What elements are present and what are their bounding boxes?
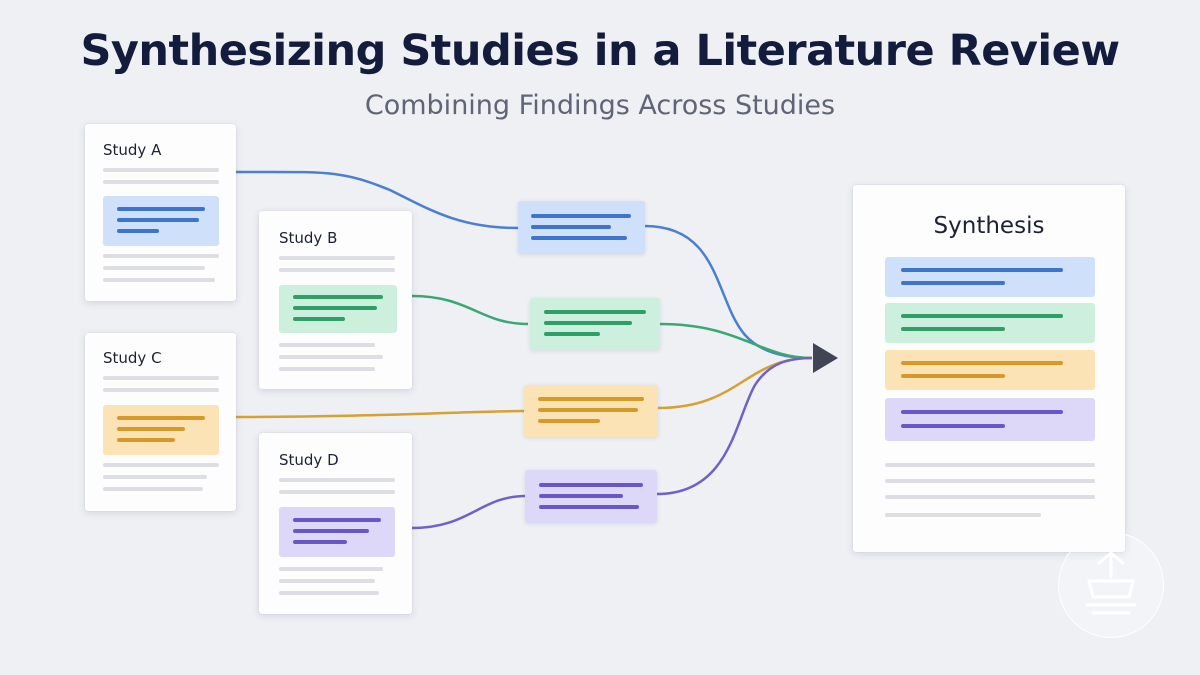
page-title: Synthesizing Studies in a Literature Rev…	[80, 26, 1120, 76]
study-b-card: Study B	[259, 211, 412, 389]
excerpt-yellow	[524, 385, 658, 437]
wire-purple-out	[656, 356, 813, 496]
synthesis-card: Synthesis	[853, 185, 1125, 552]
study-a-label: Study A	[103, 141, 162, 159]
excerpt-blue	[518, 201, 645, 254]
synthesis-purple-section	[885, 398, 1095, 441]
wire-green-out	[659, 322, 813, 360]
study-c-highlight	[103, 405, 219, 455]
synthesis-title: Synthesis	[933, 213, 1045, 239]
wire-yellow-out	[657, 356, 813, 410]
excerpt-purple	[525, 470, 657, 523]
study-b-highlight	[279, 285, 397, 333]
synthesis-yellow-section	[885, 350, 1095, 390]
synthesis-blue-section	[885, 257, 1095, 297]
wire-study-c	[235, 409, 527, 419]
synthesis-green-section	[885, 303, 1095, 343]
study-a-highlight	[103, 196, 219, 246]
wire-study-a	[235, 170, 519, 230]
study-a-card: Study A	[85, 124, 236, 301]
watermark-logo	[1058, 532, 1164, 638]
wire-study-b	[411, 294, 529, 326]
study-d-highlight	[279, 507, 395, 557]
arrow-right-icon	[813, 343, 838, 373]
excerpt-green	[530, 298, 660, 350]
study-d-card: Study D	[259, 433, 412, 614]
page-subtitle: Combining Findings Across Studies	[364, 90, 836, 121]
wire-blue-out	[644, 224, 813, 360]
study-c-label: Study C	[103, 349, 162, 367]
study-c-card: Study C	[85, 333, 236, 511]
study-d-label: Study D	[279, 451, 339, 469]
watermark-logo-icon	[1085, 551, 1137, 615]
wire-study-d	[411, 494, 527, 530]
study-b-label: Study B	[279, 229, 338, 247]
